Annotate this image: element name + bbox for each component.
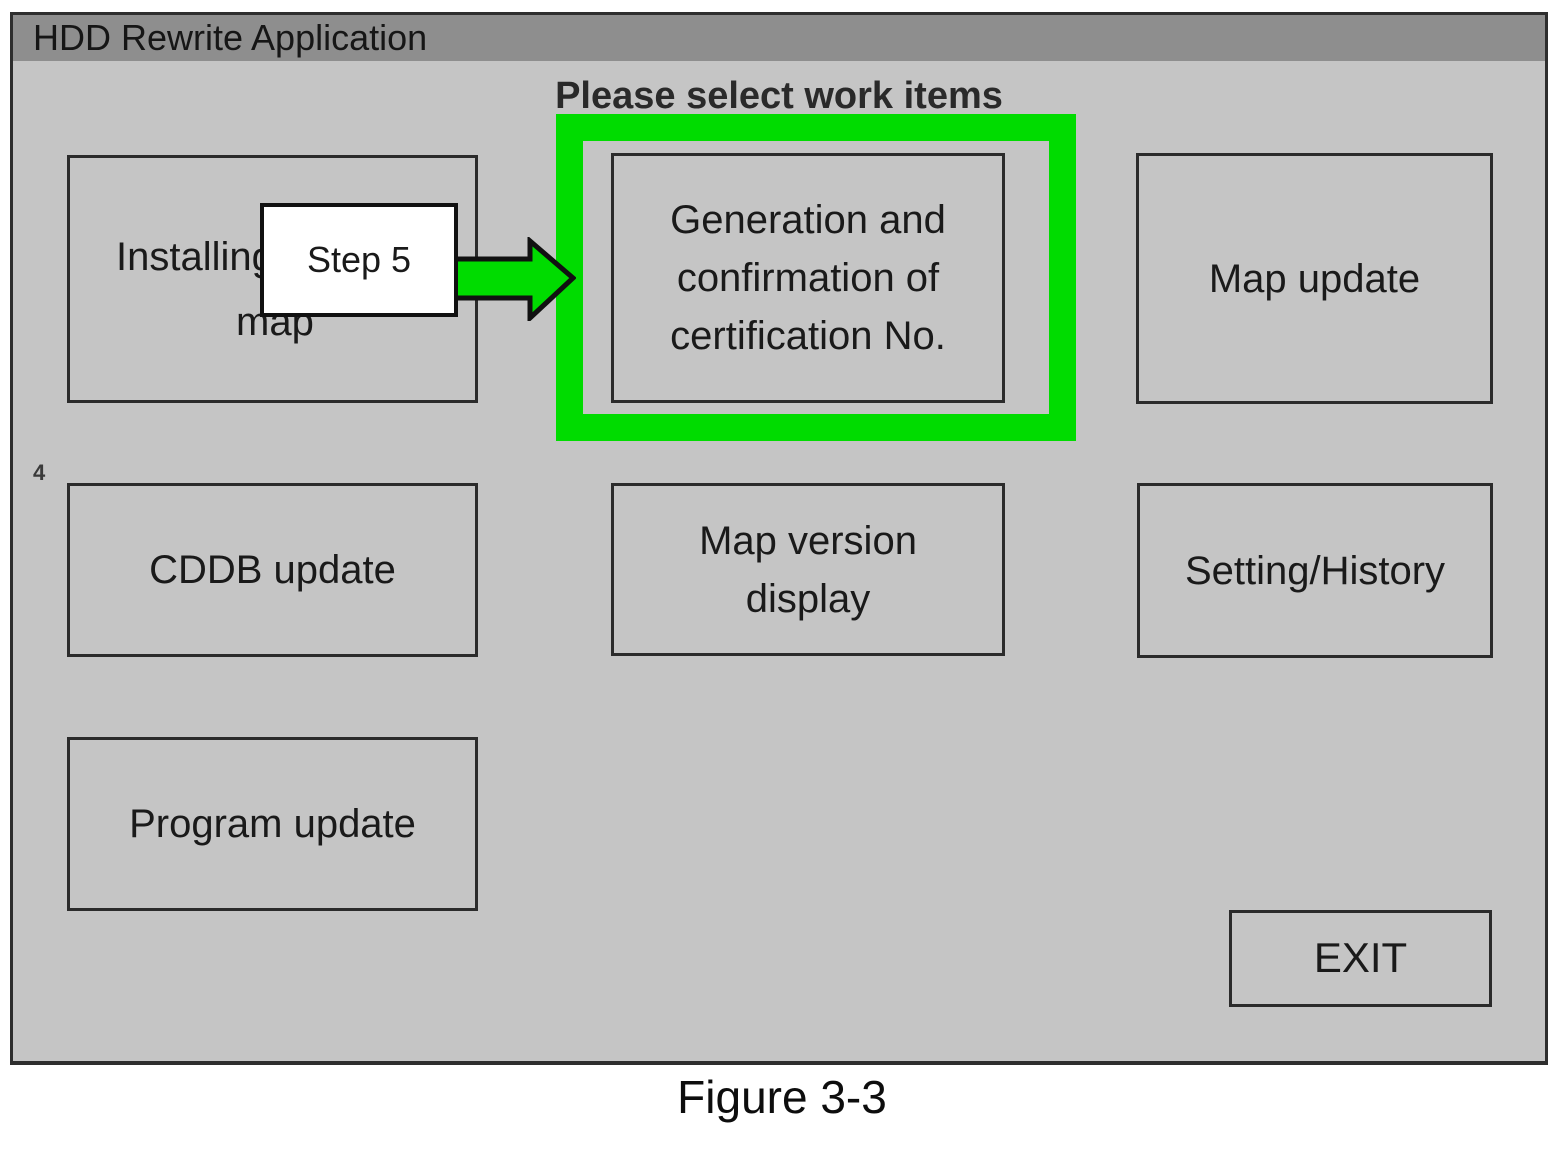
cddb-update-button[interactable]: CDDB update — [67, 483, 478, 657]
setting-history-label: Setting/History — [1184, 548, 1446, 593]
installing-map-label-line1: Installing — [116, 235, 274, 279]
program-update-label: Program update — [129, 802, 416, 846]
exit-button[interactable]: EXIT — [1229, 910, 1492, 1007]
step-label: Step 5 — [306, 239, 412, 280]
cddb-update-label: CDDB update — [149, 548, 396, 592]
map-update-button[interactable]: Map update — [1136, 153, 1493, 404]
app-window: HDD Rewrite Application Please select wo… — [10, 12, 1548, 1065]
map-version-display-button[interactable]: Map version display — [611, 483, 1005, 656]
highlight-frame — [556, 114, 1076, 441]
program-update-button[interactable]: Program update — [67, 737, 478, 911]
title-bar: HDD Rewrite Application — [13, 15, 1545, 61]
exit-label: EXIT — [1313, 934, 1408, 982]
step-callout: Step 5 — [260, 203, 458, 317]
window-title: HDD Rewrite Application — [33, 17, 428, 58]
page-title: Please select work items — [555, 75, 1003, 117]
map-update-label: Map update — [1208, 256, 1421, 301]
scan-artifact-mark: 4 — [33, 460, 46, 485]
generation-certification-label: Generation and confirmation of certifica… — [670, 198, 946, 358]
map-version-display-label: Map version display — [699, 518, 917, 621]
generation-certification-button[interactable]: Generation and confirmation of certifica… — [611, 153, 1005, 403]
arrow-right-icon — [450, 237, 576, 321]
setting-history-button[interactable]: Setting/History — [1137, 483, 1493, 658]
figure-caption: Figure 3-3 — [677, 1071, 887, 1123]
